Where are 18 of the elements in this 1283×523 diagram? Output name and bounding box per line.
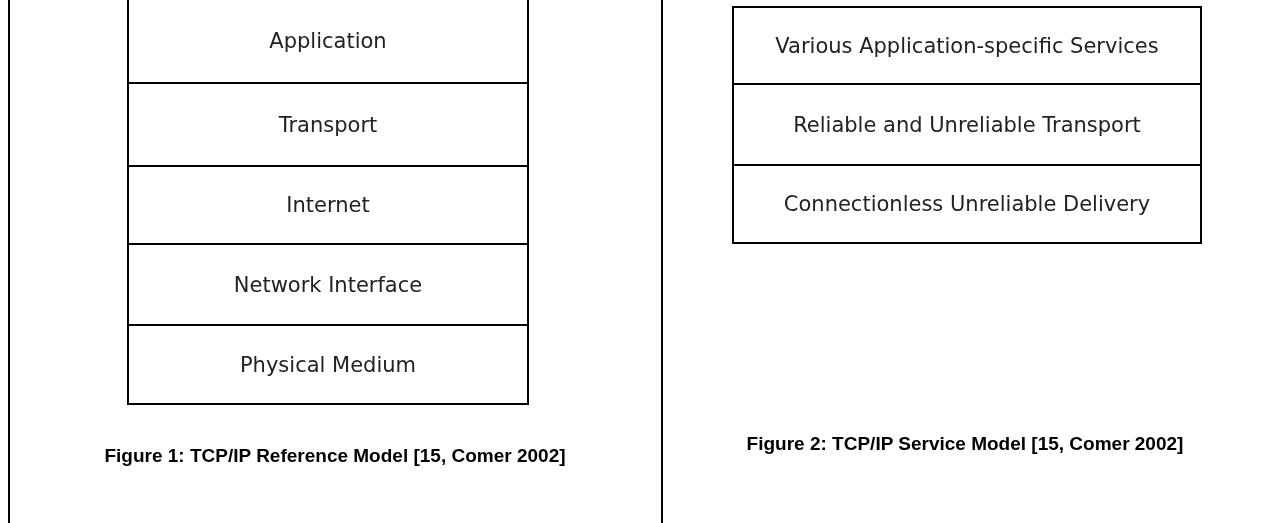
layer-name: Network Interface <box>233 272 423 297</box>
layer-box <box>127 324 529 405</box>
layer-name: Internet <box>286 193 370 217</box>
layer-box <box>732 6 1202 85</box>
layer-box <box>732 83 1202 166</box>
layer-box <box>732 164 1202 244</box>
layer-name: Reliable and Unreliable Transport <box>793 112 1141 137</box>
layer-name: Various Application-specific Services <box>775 33 1159 58</box>
layer-name: Application <box>269 29 387 53</box>
figure-caption: Figure 2: TCP/IP Service Model [15, Comer 2002] <box>745 432 1185 455</box>
layer-box <box>127 165 529 245</box>
layer-name: Transport <box>278 112 378 137</box>
layer-name: Connectionless Unreliable Delivery <box>783 192 1151 216</box>
layer-box <box>127 82 529 167</box>
layer-box <box>127 0 529 84</box>
layer-box <box>127 243 529 326</box>
figure-caption: Figure 1: TCP/IP Reference Model [15, Comer 2002] <box>103 444 567 467</box>
layer-name: Physical Medium <box>239 352 417 377</box>
